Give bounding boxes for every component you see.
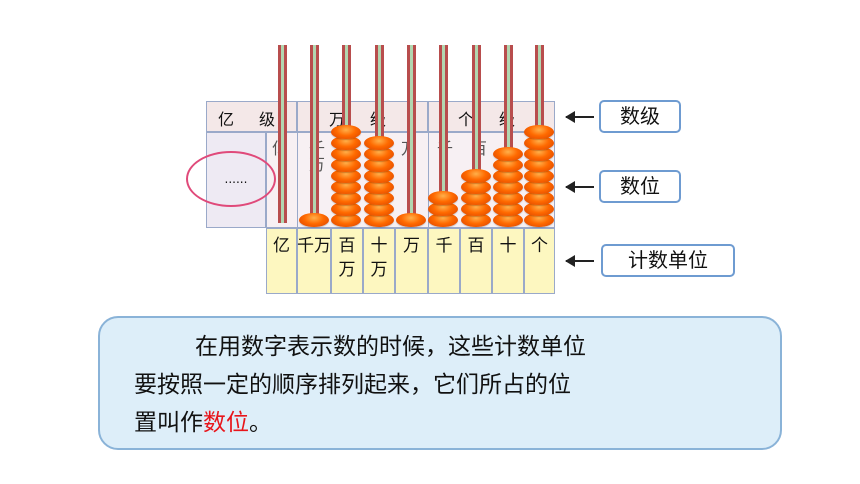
abacus-bead [299, 213, 329, 227]
note-line-3: 置叫作数位。 [134, 406, 272, 441]
abacus-bead [524, 125, 554, 139]
abacus-bead [524, 180, 554, 194]
arrow-unit [565, 255, 594, 267]
unit-cell [492, 228, 524, 294]
abacus-bead [493, 169, 523, 183]
abacus-rod [310, 45, 319, 223]
place-divider-wan [297, 132, 298, 228]
abacus-bead [364, 191, 394, 205]
note-line-3-prefix: 置叫作 [134, 410, 203, 436]
abacus-bead [364, 180, 394, 194]
arrow-level [565, 111, 594, 123]
unit-label: 亿 [273, 236, 290, 256]
abacus-bead [428, 202, 458, 216]
unit-label: 个 [531, 236, 548, 256]
abacus-bead [493, 213, 523, 227]
note-line-1: 在用数字表示数的时候，这些计数单位 [195, 334, 586, 360]
unit-cell [524, 228, 555, 294]
abacus-bead [331, 147, 361, 161]
abacus-bead [524, 213, 554, 227]
abacus-rod [278, 45, 287, 223]
unit-cell [331, 228, 363, 294]
unit-label: 十 [499, 236, 517, 256]
abacus-bead [524, 158, 554, 172]
abacus-bead [461, 180, 491, 194]
note-line-3-suffix: 。 [249, 410, 272, 436]
abacus-rod [439, 45, 448, 223]
place-divider-ge [428, 132, 429, 228]
abacus-rod [407, 45, 416, 223]
abacus-bead [428, 191, 458, 205]
abacus-bead [364, 147, 394, 161]
unit-label: 万 [403, 236, 420, 256]
unit-label: 十万 [370, 236, 388, 280]
unit-cell [428, 228, 460, 294]
tag-unit: 计数单位 [601, 244, 735, 277]
abacus-bead [461, 213, 491, 227]
abacus-bead [331, 125, 361, 139]
unit-label: 千 [435, 236, 453, 256]
abacus-rod [504, 45, 513, 223]
abacus-bead [331, 213, 361, 227]
level-yi-label: 亿 级 [217, 110, 286, 129]
abacus-bead [524, 202, 554, 216]
abacus-bead [493, 147, 523, 161]
tag-place: 数位 [599, 170, 681, 203]
abacus-rod [472, 45, 481, 223]
abacus-bead [331, 169, 361, 183]
abacus-rod [375, 45, 384, 223]
tag-level: 数级 [599, 100, 681, 133]
abacus-bead [493, 158, 523, 172]
abacus-bead [428, 213, 458, 227]
definition-note: 在用数字表示数的时候，这些计数单位 要按照一定的顺序排列起来，它们所占的位 置叫… [98, 316, 782, 450]
abacus-bead [331, 180, 361, 194]
unit-label: 百 [467, 236, 485, 256]
abacus-bead [493, 191, 523, 205]
abacus-bead [331, 158, 361, 172]
unit-cell [363, 228, 395, 294]
abacus-bead [364, 213, 394, 227]
abacus-bead [331, 191, 361, 205]
unit-label: 百万 [338, 236, 356, 280]
abacus-bead [524, 169, 554, 183]
unit-cell [266, 228, 297, 294]
abacus-bead [461, 169, 491, 183]
abacus-bead [461, 191, 491, 205]
abacus-bead [396, 213, 426, 227]
ellipsis-oval [186, 151, 276, 207]
abacus-bead [364, 158, 394, 172]
note-highlight: 数位 [203, 410, 249, 436]
abacus-bead [364, 136, 394, 150]
unit-cell [297, 228, 331, 294]
unit-label: 千万 [297, 236, 331, 256]
abacus-bead [364, 169, 394, 183]
abacus-bead [524, 191, 554, 205]
ellipsis-text: ...... [224, 172, 248, 186]
abacus-bead [493, 202, 523, 216]
note-line-2: 要按照一定的顺序排列起来，它们所占的位 [134, 372, 571, 398]
abacus-bead [461, 202, 491, 216]
abacus-bead [364, 202, 394, 216]
arrow-place [565, 181, 594, 193]
abacus-bead [331, 136, 361, 150]
abacus-bead [331, 202, 361, 216]
abacus-bead [493, 180, 523, 194]
abacus-bead [524, 136, 554, 150]
unit-cell [395, 228, 428, 294]
unit-cell [460, 228, 492, 294]
abacus-bead [524, 147, 554, 161]
